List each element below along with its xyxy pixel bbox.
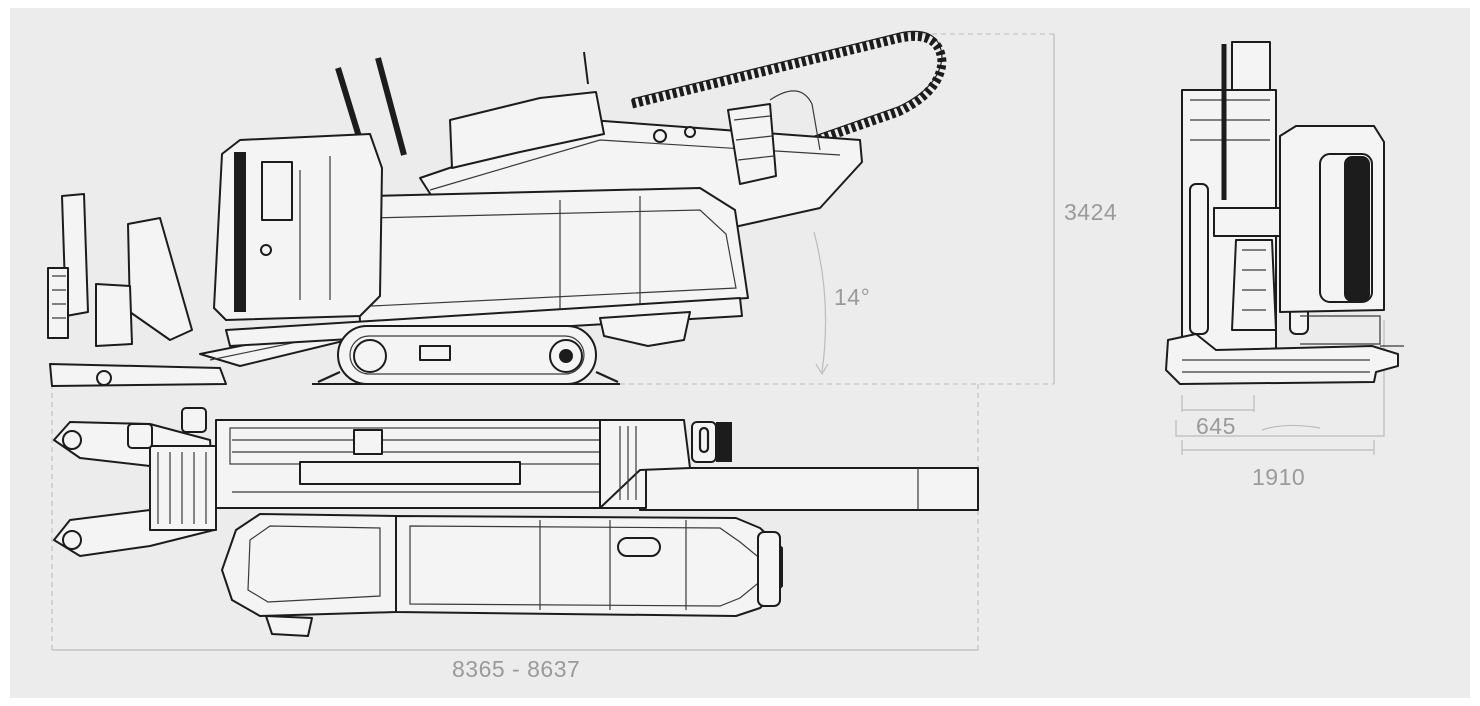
height-dimension-label: 3424 bbox=[1064, 199, 1118, 225]
front-view bbox=[1165, 41, 1404, 385]
carrier-chain bbox=[630, 30, 947, 147]
crawler-track bbox=[312, 325, 620, 385]
total-width-dimension-label: 1910 bbox=[1252, 464, 1306, 490]
track-width-dimension-label: 645 bbox=[1196, 413, 1236, 439]
side-view bbox=[47, 30, 947, 387]
top-view bbox=[53, 407, 979, 637]
dimension-lines bbox=[51, 33, 1385, 651]
length-dimension-label: 8365 - 8637 bbox=[452, 656, 581, 682]
angle-dimension-label: 14° bbox=[834, 284, 871, 310]
